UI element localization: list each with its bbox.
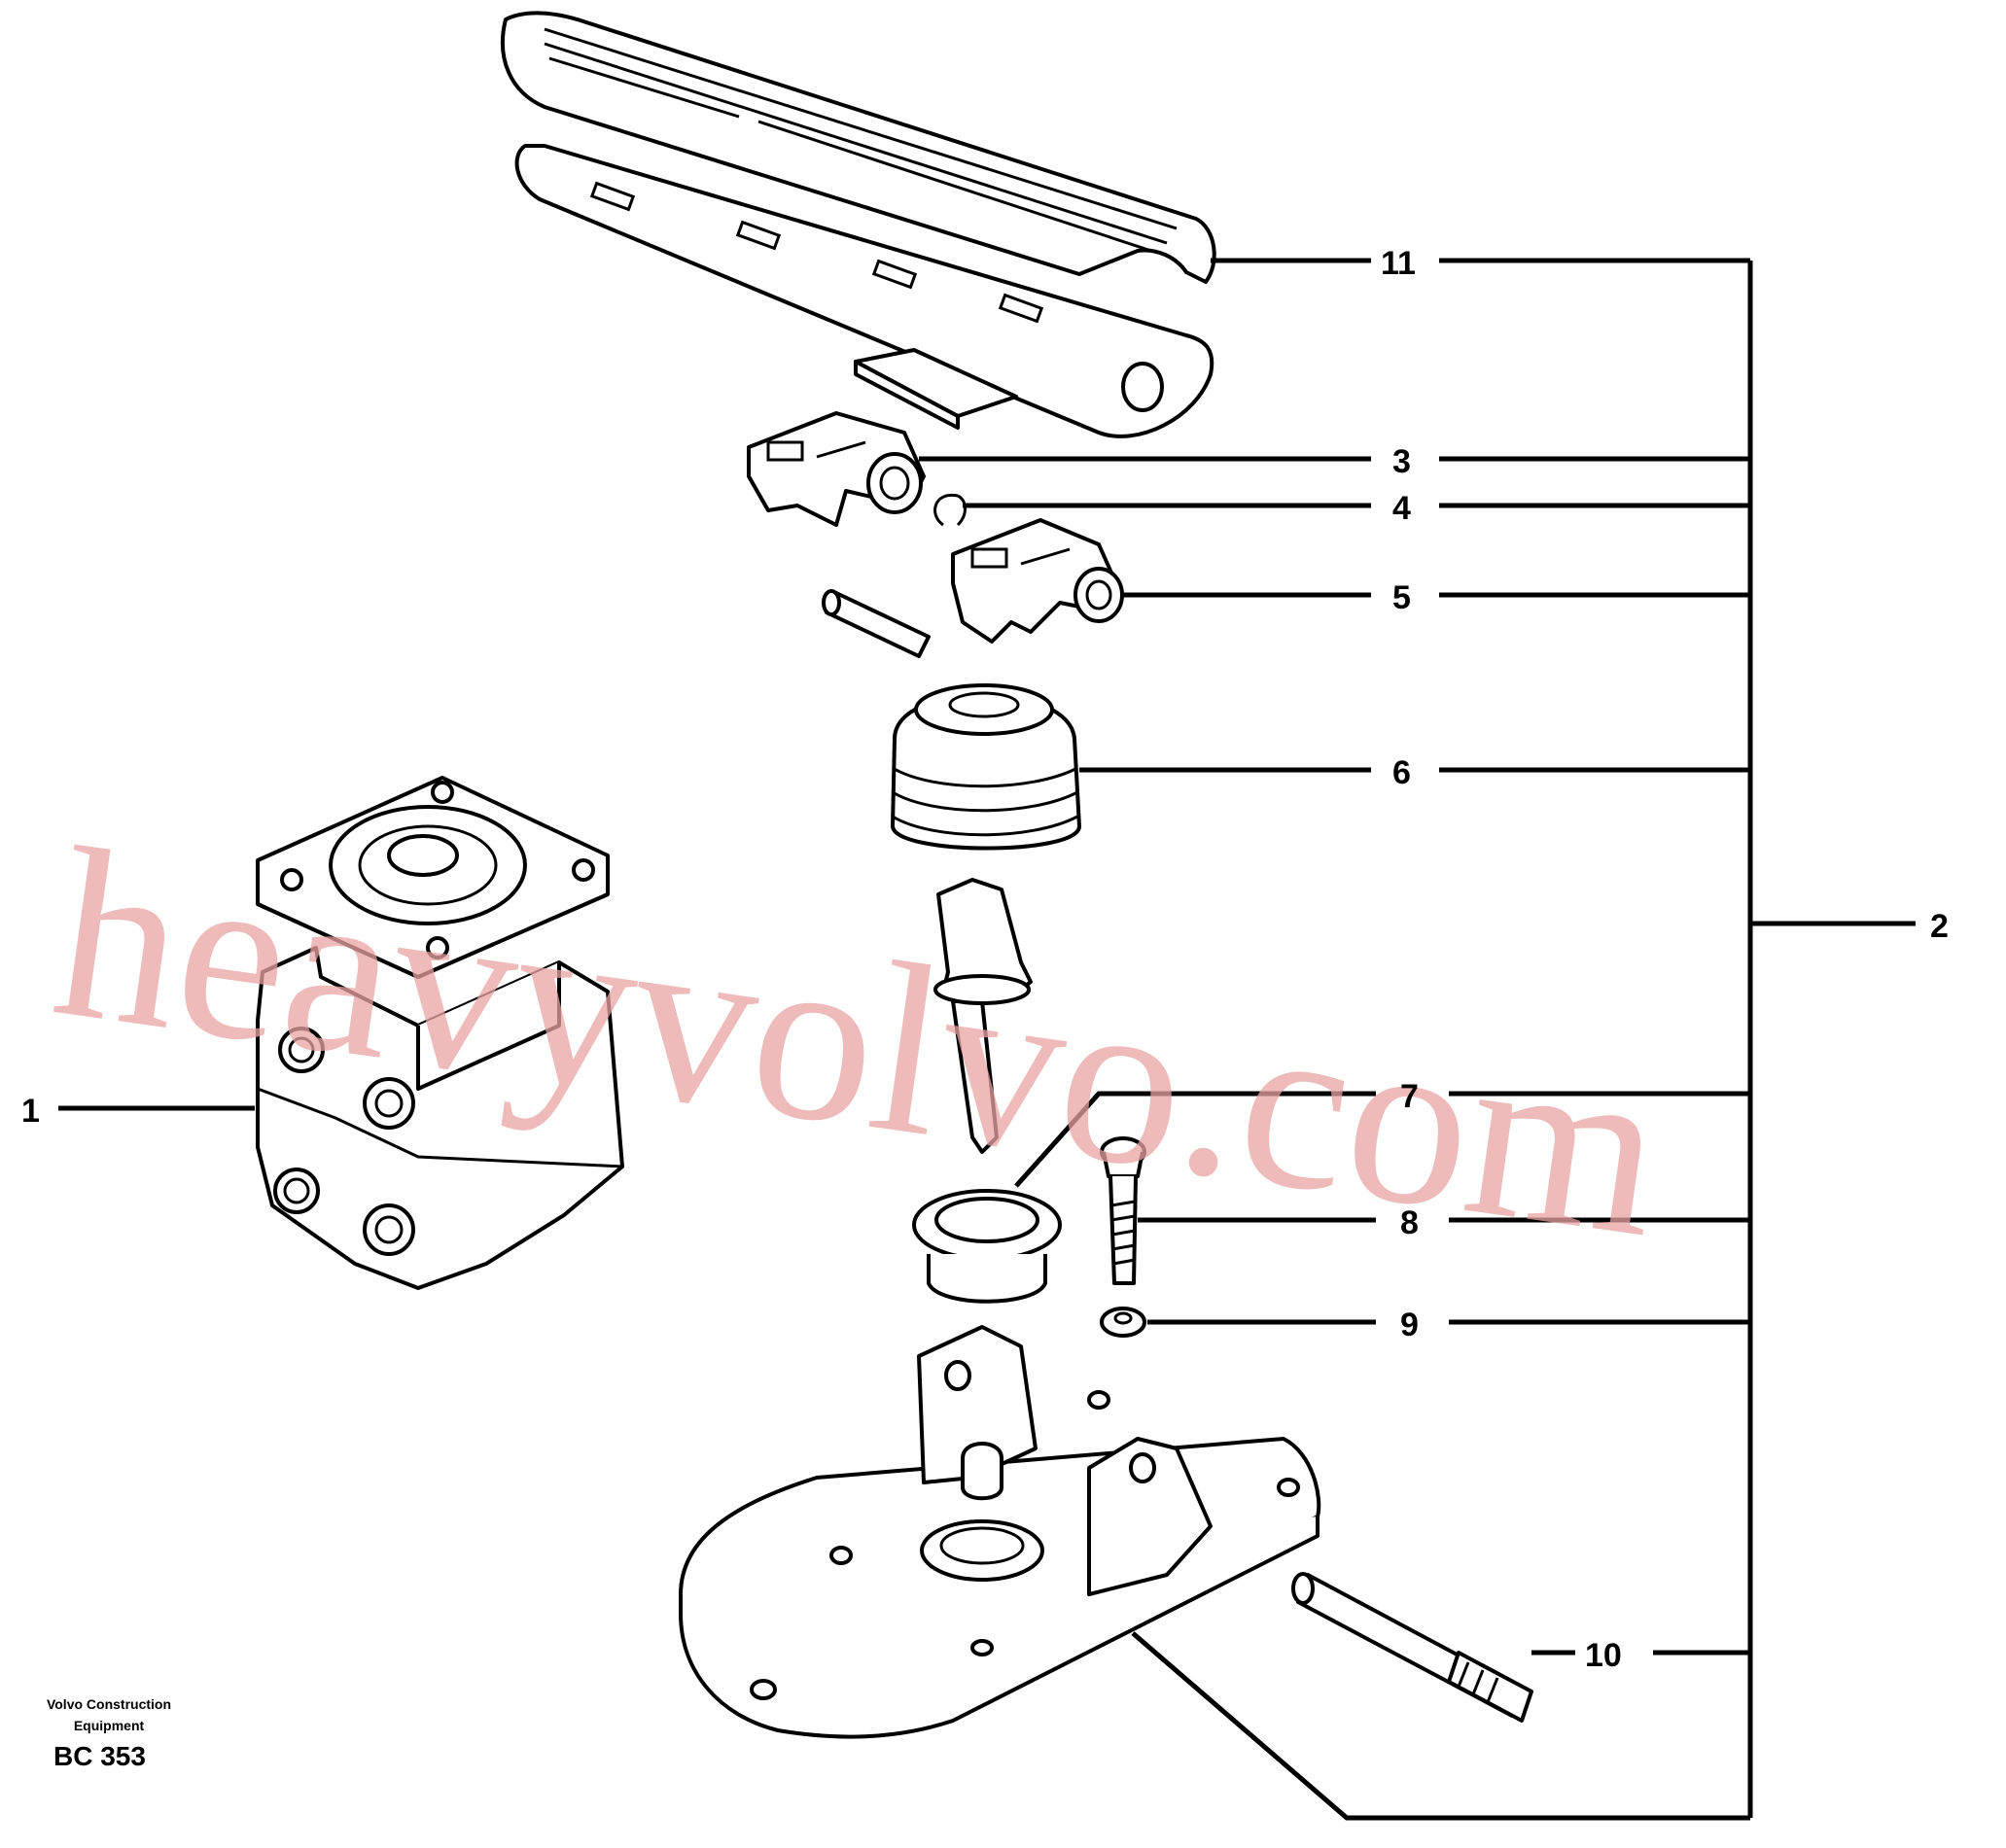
base-plate[interactable] [679, 1325, 1321, 1739]
callout-1: 1 [21, 1093, 40, 1130]
seal-part-7[interactable] [912, 1189, 1062, 1304]
callout-9: 9 [1400, 1307, 1419, 1343]
boot-part-6[interactable] [891, 683, 1081, 851]
leader-lines [58, 258, 1916, 1821]
pedal-pad[interactable] [854, 348, 1018, 430]
callout-5: 5 [1392, 579, 1411, 616]
bracket-part-5[interactable] [951, 518, 1124, 644]
credit-block: Volvo Construction Equipment BC 353 [47, 1696, 171, 1771]
credit-line-2: Equipment [74, 1718, 145, 1733]
callout-11: 11 [1381, 245, 1416, 282]
callout-3: 3 [1392, 443, 1411, 480]
clip-part-4[interactable] [933, 493, 967, 527]
valve-part-1[interactable] [256, 776, 624, 1290]
figure-code: BC 353 [53, 1741, 146, 1771]
callout-10: 10 [1585, 1637, 1622, 1674]
callout-labels: 11 3 4 5 6 2 7 8 9 10 1 [21, 245, 1949, 1674]
bracket-part-3[interactable] [747, 411, 926, 527]
callout-2: 2 [1930, 908, 1949, 945]
plunger[interactable] [933, 878, 1033, 1154]
callout-7: 7 [1400, 1078, 1419, 1115]
nut-part-9[interactable] [1100, 1307, 1146, 1338]
bolt-part-8[interactable] [1100, 1136, 1146, 1285]
callout-6: 6 [1392, 754, 1411, 791]
callout-8: 8 [1400, 1204, 1419, 1241]
shaft-part-10[interactable] [1291, 1572, 1533, 1723]
credit-line-1: Volvo Construction [47, 1696, 171, 1712]
pin[interactable] [822, 589, 931, 658]
pedal-part-11[interactable] [500, 11, 1216, 438]
callout-4: 4 [1392, 490, 1411, 527]
